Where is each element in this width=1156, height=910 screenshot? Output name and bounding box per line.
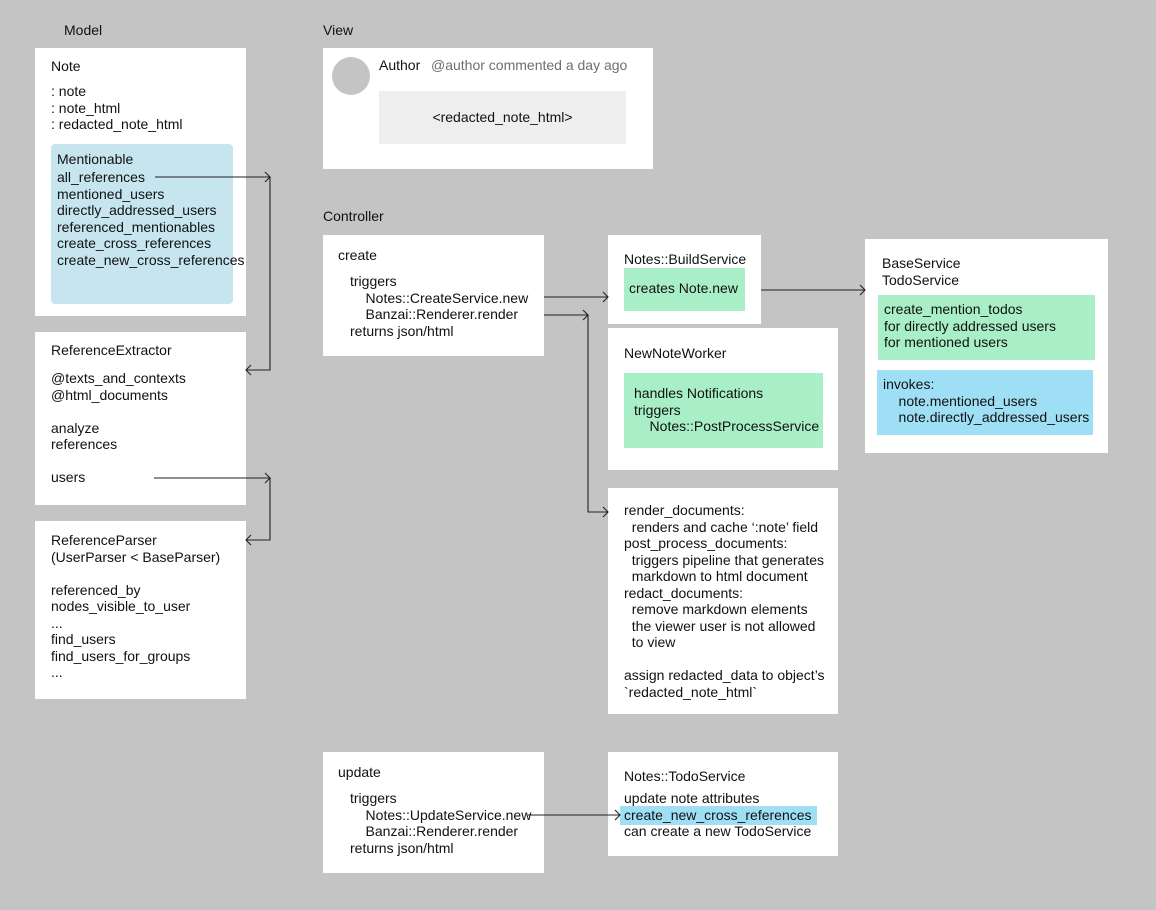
base-service-box: BaseService TodoService create_mention_t… — [865, 239, 1108, 453]
render-line: renders and cache ‘:note’ field — [624, 518, 819, 535]
mentionable-method: create_cross_references — [57, 235, 212, 251]
render-line: redact_documents: — [624, 584, 744, 601]
create-title: create — [338, 247, 377, 263]
render-line: assign redacted_data to object’s — [624, 667, 825, 683]
reference-parser-line: ... — [51, 614, 63, 631]
comment-content-panel: <redacted_note_html> — [379, 91, 626, 144]
invokes-line: note.directly_addressed_users — [883, 409, 1090, 425]
note-box: Note : note : note_html : redacted_note_… — [35, 48, 246, 316]
reference-extractor-title: ReferenceExtractor — [51, 342, 172, 358]
mentionable-method: referenced_mentionables — [57, 218, 215, 235]
controller-section-label: Controller — [323, 208, 384, 224]
render-line: triggers pipeline that generates — [624, 551, 825, 568]
note-attribute: : redacted_note_html — [51, 116, 183, 132]
reference-parser-line: referenced_by — [51, 581, 141, 598]
mentionable-panel: Mentionable all_references mentioned_use… — [51, 144, 245, 304]
update-line: returns json/html — [350, 839, 454, 856]
mentionable-method: directly_addressed_users — [57, 202, 217, 218]
update-line: Notes::UpdateService.new — [350, 806, 532, 823]
create-line: triggers — [350, 273, 397, 289]
comment-content: <redacted_note_html> — [432, 109, 573, 125]
mention-todos-panel: create_mention_todos for directly addres… — [878, 295, 1095, 360]
reference-parser-title: ReferenceParser — [51, 532, 157, 548]
invokes-line: invokes: — [883, 376, 935, 392]
mention-todos-line: for directly addressed users — [884, 317, 1056, 334]
comment-author: Author — [379, 57, 421, 73]
note-attribute: : note — [51, 83, 87, 99]
render-line: render_documents: — [624, 502, 745, 518]
mentionable-method: all_references — [57, 169, 145, 185]
avatar — [332, 57, 370, 95]
mentionable-title: Mentionable — [57, 151, 134, 167]
build-service-title: Notes::BuildService — [624, 251, 747, 267]
notes-todo-service-line: can create a new TodoService — [624, 823, 812, 839]
new-note-worker-box: NewNoteWorker handles Notifications trig… — [608, 328, 838, 470]
cross-references-highlight: create_new_cross_references — [620, 806, 817, 825]
new-note-worker-line: triggers — [634, 401, 681, 418]
new-note-worker-panel: handles Notifications triggers Notes::Po… — [624, 373, 823, 448]
note-attribute: : note_html — [51, 99, 121, 116]
render-line: remove markdown elements — [624, 601, 808, 617]
update-line: Banzai::Renderer.render — [350, 823, 519, 839]
build-service-box: Notes::BuildService creates Note.new — [608, 235, 761, 324]
comment-meta: @author commented a day ago — [431, 57, 628, 73]
render-line: post_process_documents: — [624, 535, 788, 551]
view-section-label: View — [323, 22, 354, 38]
mention-todos-line: for mentioned users — [884, 334, 1008, 350]
reference-parser-line: ... — [51, 664, 63, 680]
reference-extractor-line: references — [51, 436, 118, 452]
notes-todo-service-title: Notes::TodoService — [624, 768, 746, 784]
reference-parser-line: (UserParser < BaseParser) — [51, 548, 221, 565]
mentionable-method: create_new_cross_references — [57, 251, 245, 268]
mentionable-method: mentioned_users — [57, 185, 165, 202]
render-line: to view — [624, 634, 676, 650]
reference-parser-line: find_users — [51, 631, 116, 647]
invokes-panel: invokes: note.mentioned_users note.direc… — [877, 370, 1093, 435]
reference-parser-line: nodes_visible_to_user — [51, 598, 191, 614]
view-box: Author @author commented a day ago <reda… — [323, 48, 653, 169]
create-line: Notes::CreateService.new — [350, 289, 529, 306]
connector-renderer — [544, 314, 608, 513]
build-service-panel: creates Note.new — [624, 268, 745, 311]
create-box: create triggers Notes::CreateService.new… — [323, 235, 544, 356]
new-note-worker-line: Notes::PostProcessService — [634, 418, 820, 434]
render-line: `redacted_note_html` — [624, 683, 758, 700]
update-title: update — [338, 764, 381, 780]
build-service-action: creates Note.new — [629, 280, 738, 296]
render-line: the viewer user is not allowed — [624, 617, 816, 634]
note-title: Note — [51, 58, 81, 74]
notes-todo-service-box: Notes::TodoService update note attribute… — [608, 752, 838, 856]
mention-todos-line: create_mention_todos — [884, 301, 1023, 317]
create-line: Banzai::Renderer.render — [350, 306, 519, 322]
update-line: triggers — [350, 790, 397, 806]
reference-extractor-box: ReferenceExtractor @texts_and_contexts @… — [35, 332, 246, 505]
reference-parser-box: ReferenceParser (UserParser < BaseParser… — [35, 521, 246, 699]
update-box: update triggers Notes::UpdateService.new… — [323, 752, 544, 873]
render-documents-box: render_documents: renders and cache ‘:no… — [608, 488, 838, 714]
reference-extractor-line: @texts_and_contexts — [51, 370, 186, 386]
invokes-line: note.mentioned_users — [883, 392, 1038, 409]
reference-extractor-line: analyze — [51, 419, 100, 436]
new-note-worker-line: handles Notifications — [634, 385, 764, 401]
cross-references-text: create_new_cross_references — [624, 807, 812, 823]
create-line: returns json/html — [350, 322, 454, 339]
reference-parser-line: find_users_for_groups — [51, 647, 191, 664]
reference-extractor-line: @html_documents — [51, 386, 168, 403]
reference-extractor-line: users — [51, 469, 86, 485]
notes-todo-service-line: update note attributes — [624, 790, 760, 806]
new-note-worker-title: NewNoteWorker — [624, 345, 727, 361]
todo-service-title: TodoService — [882, 271, 960, 288]
model-section-label: Model — [64, 22, 103, 38]
base-service-title: BaseService — [882, 255, 961, 271]
render-line: markdown to html document — [624, 568, 808, 584]
